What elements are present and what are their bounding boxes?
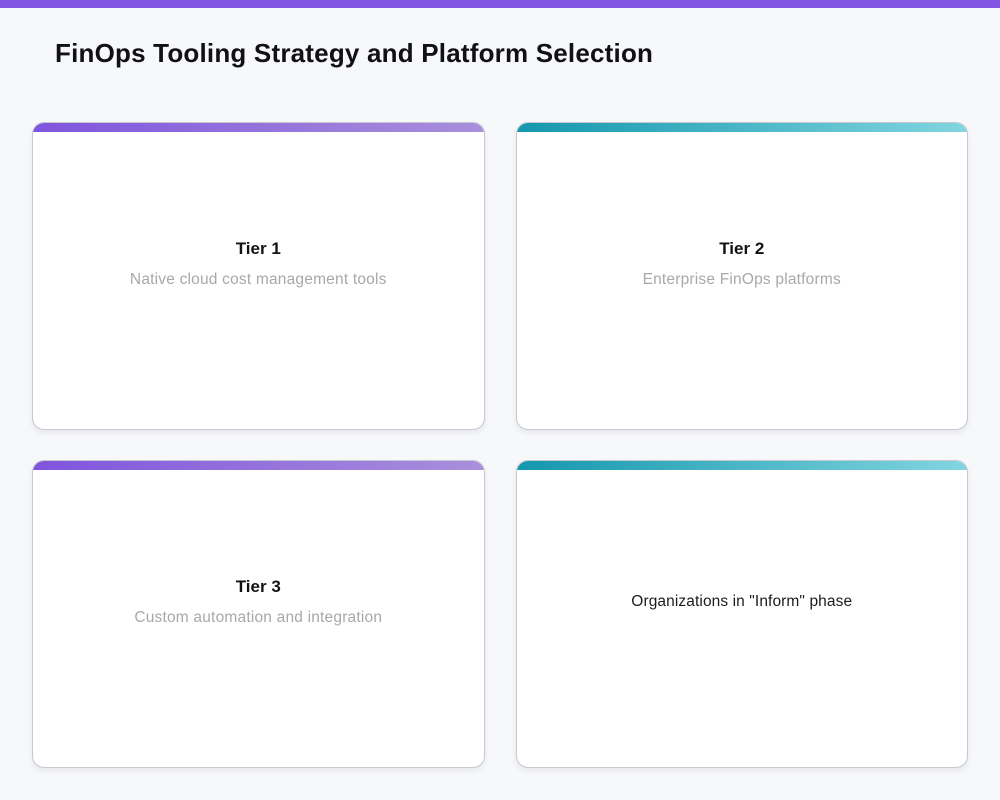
card-description: Organizations in "Inform" phase (631, 592, 853, 610)
card-title: Tier 3 (235, 576, 281, 596)
card-description: Enterprise FinOps platforms (642, 270, 841, 288)
card-grid: Tier 1 Native cloud cost management tool… (32, 122, 968, 769)
card-body: Organizations in "Inform" phase (517, 470, 968, 767)
card-tier-2: Tier 2 Enterprise FinOps platforms (515, 122, 968, 431)
card-title: Tier 1 (235, 238, 281, 258)
card-accent-bar-purple (33, 123, 484, 133)
card-description: Native cloud cost management tools (129, 270, 387, 288)
card-body: Tier 2 Enterprise FinOps platforms (517, 132, 968, 429)
card-body: Tier 3 Custom automation and integration (33, 470, 484, 767)
card-accent-bar-purple (33, 461, 484, 471)
card-accent-bar-teal (516, 123, 967, 133)
card-inform-phase: Organizations in "Inform" phase (515, 460, 968, 769)
card-tier-1: Tier 1 Native cloud cost management tool… (32, 122, 485, 431)
card-accent-bar-teal (516, 461, 967, 471)
page-title: FinOps Tooling Strategy and Platform Sel… (55, 38, 654, 68)
card-description: Custom automation and integration (134, 608, 383, 626)
card-body: Tier 1 Native cloud cost management tool… (33, 132, 484, 429)
card-title: Tier 2 (719, 238, 765, 258)
card-tier-3: Tier 3 Custom automation and integration (32, 460, 485, 769)
page-accent-bar (0, 0, 1000, 8)
